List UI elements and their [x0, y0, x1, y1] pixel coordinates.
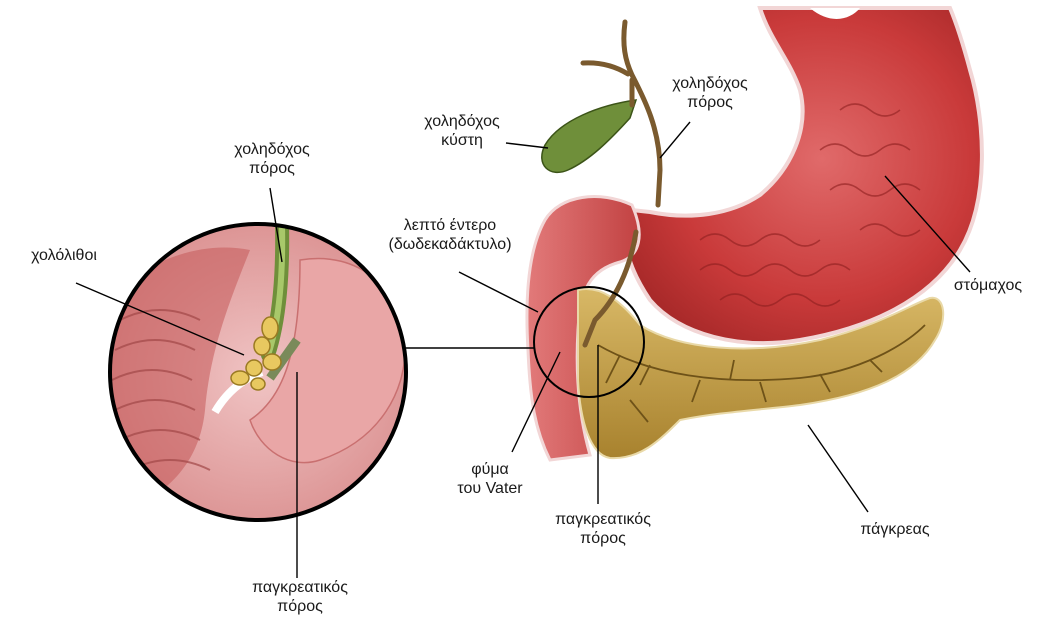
label-stomach: στόμαχος	[940, 276, 1036, 295]
label-ampulla-of-vater: φύμα του Vater	[440, 460, 540, 498]
label-small-intestine: λεπτό έντερο (δωδεκαδάκτυλο)	[370, 216, 530, 254]
label-zoom-common-bile-duct: χοληδόχος πόρος	[222, 140, 322, 178]
label-zoom-pancreatic-duct: παγκρεατικός πόρος	[240, 578, 360, 616]
label-common-bile-duct: χοληδόχος πόρος	[660, 74, 760, 112]
stomach-shape	[626, 8, 982, 343]
gallbladder-shape	[542, 100, 636, 172]
label-gallstones: χολόλιθοι	[14, 246, 114, 265]
label-pancreatic-duct: παγκρεατικός πόρος	[543, 510, 663, 548]
label-pancreas: πάγκρεας	[845, 520, 945, 539]
zoom-inset-art	[100, 220, 420, 530]
label-gallbladder: χοληδόχος κύστη	[412, 112, 512, 150]
